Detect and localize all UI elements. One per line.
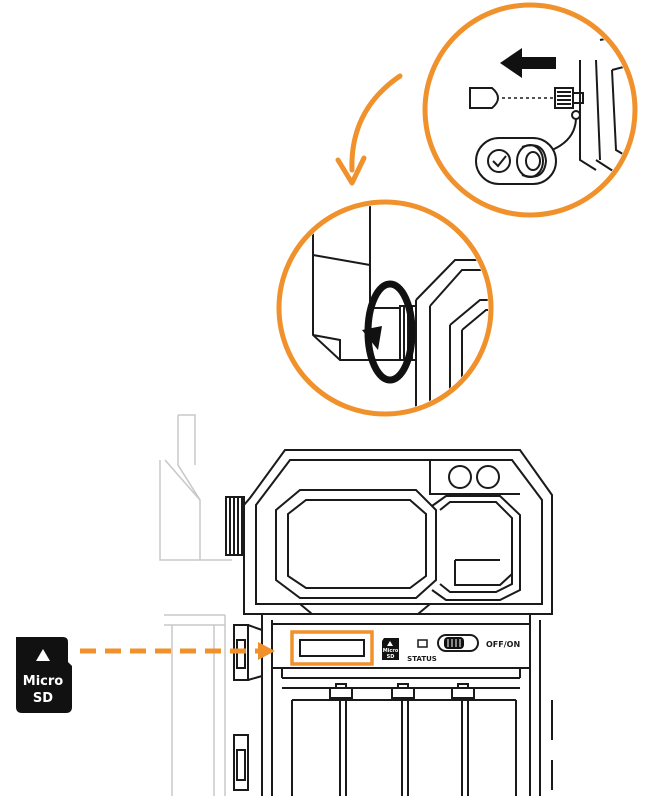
- microsd-slot-highlight: [290, 630, 374, 666]
- microsd-card: Micro SD: [16, 637, 72, 713]
- antenna-cap-icon: [469, 87, 499, 109]
- slot-icon-label-line1: Micro: [383, 648, 399, 654]
- sd-card-label-line1: Micro: [23, 674, 64, 689]
- curved-guide-arrow: [335, 73, 403, 186]
- slot-microsd-icon: Micro SD: [382, 638, 399, 660]
- cap-stored-check-callout: [475, 137, 557, 185]
- sd-card-label-line2: SD: [33, 691, 53, 706]
- arrow-left-icon: [500, 48, 556, 78]
- check-icon: [487, 149, 511, 173]
- up-triangle-icon: [387, 641, 393, 646]
- up-triangle-icon: [36, 649, 50, 661]
- power-label: OFF/ON: [486, 640, 520, 649]
- camera-illustration: Micro SD STATUS OFF/ON: [159, 414, 553, 796]
- insert-arrow: [80, 642, 275, 660]
- power-switch: [437, 634, 479, 652]
- status-label: STATUS: [407, 655, 437, 663]
- detail-circle-antenna-screw: [276, 199, 494, 417]
- detail-circle-antenna-cap: [422, 2, 638, 218]
- slot-icon-label-line2: SD: [387, 654, 395, 660]
- status-led: [417, 639, 428, 648]
- rotate-icon: [362, 280, 416, 384]
